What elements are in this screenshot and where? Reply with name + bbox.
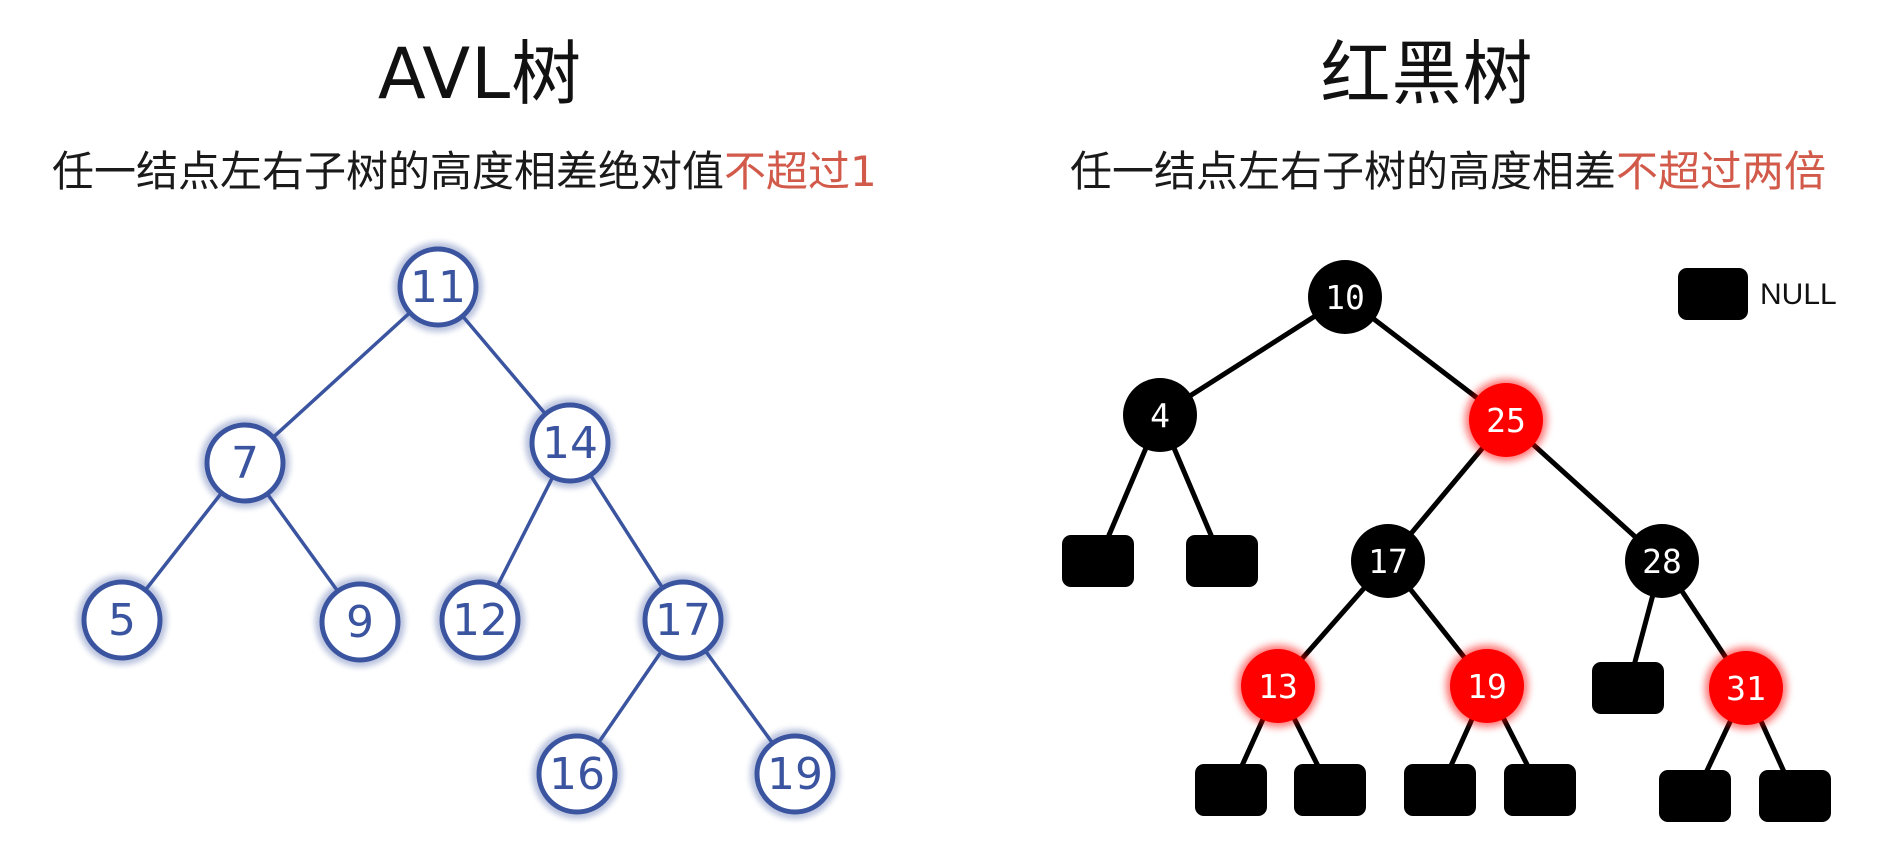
rb-node-label: 31 — [1726, 669, 1766, 708]
rb-nodes: 10 4 25 17 28 13 19 31 — [1062, 260, 1831, 822]
null-leaf — [1759, 770, 1831, 822]
avl-node-7: 7 — [200, 418, 290, 508]
null-leaf — [1404, 764, 1476, 816]
rb-node-19: 19 — [1446, 645, 1528, 727]
rb-title: 红黑树 — [1320, 33, 1534, 115]
avl-node-11: 11 — [393, 242, 483, 332]
avl-node-12: 12 — [435, 575, 525, 665]
rb-node-circle — [1351, 524, 1425, 598]
avl-node-label: 11 — [410, 262, 466, 313]
null-leaf — [1504, 764, 1576, 816]
rb-node-circle — [1241, 649, 1315, 723]
avl-subtitle-main: 任一结点左右子树的高度相差绝对值 — [52, 147, 725, 196]
avl-node-label: 14 — [542, 418, 598, 469]
rb-node-label: 17 — [1368, 542, 1408, 581]
avl-subtitle-highlight: 不超过1 — [724, 147, 877, 196]
null-leaf — [1294, 764, 1366, 816]
null-leaf — [1062, 535, 1134, 587]
rb-node-circle — [1450, 649, 1524, 723]
rb-node-label: 10 — [1325, 278, 1365, 317]
rb-subtitle: 任一结点左右子树的高度相差不超过两倍 — [1070, 138, 1826, 199]
rb-node-circle — [1469, 383, 1543, 457]
avl-node-label: 9 — [346, 597, 374, 648]
rb-node-4: 4 — [1123, 378, 1197, 452]
avl-node-circle — [319, 581, 401, 663]
avl-node-label: 12 — [452, 595, 508, 646]
avl-node-9: 9 — [315, 577, 405, 667]
avl-node-17: 17 — [638, 575, 728, 665]
null-leaf — [1195, 764, 1267, 816]
null-leaf — [1592, 662, 1664, 714]
rb-node-10: 10 — [1308, 260, 1382, 334]
rb-node-13: 13 — [1237, 645, 1319, 727]
rb-node-31: 31 — [1705, 647, 1787, 729]
avl-edges — [120, 285, 797, 776]
rb-subtitle-main: 任一结点左右子树的高度相差 — [1070, 147, 1617, 196]
rb-node-label: 28 — [1642, 542, 1682, 581]
avl-subtitle: 任一结点左右子树的高度相差绝对值不超过1 — [52, 138, 877, 199]
avl-title: AVL树 — [377, 33, 583, 115]
rb-node-label: 25 — [1486, 401, 1526, 440]
avl-node-circle — [536, 733, 618, 815]
avl-node-circle — [529, 402, 611, 484]
rb-node-28: 28 — [1625, 524, 1699, 598]
null-legend-square — [1678, 268, 1748, 320]
rb-node-circle — [1709, 651, 1783, 725]
avl-node-circle — [81, 579, 163, 661]
red-black-tree-panel: 红黑树 任一结点左右子树的高度相差不超过两倍 — [960, 0, 1894, 866]
rb-node-circle — [1625, 524, 1699, 598]
null-legend: NULL — [1678, 268, 1837, 320]
avl-node-circle — [397, 246, 479, 328]
avl-node-circle — [754, 733, 836, 815]
rb-node-17: 17 — [1351, 524, 1425, 598]
rb-node-25: 25 — [1465, 379, 1547, 461]
avl-node-circle — [204, 422, 286, 504]
avl-tree-panel: AVL树 任一结点左右子树的高度相差绝对值不超过1 — [52, 33, 877, 199]
avl-node-label: 16 — [549, 749, 605, 800]
avl-node-14: 14 — [525, 398, 615, 488]
avl-node-16: 16 — [532, 729, 622, 819]
rb-node-circle — [1123, 378, 1197, 452]
avl-node-label: 7 — [231, 438, 259, 489]
avl-node-5: 5 — [77, 575, 167, 665]
rb-node-label: 13 — [1258, 667, 1298, 706]
rb-subtitle-highlight: 不超过两倍 — [1616, 147, 1827, 196]
null-leaf — [1186, 535, 1258, 587]
avl-node-label: 17 — [655, 595, 711, 646]
avl-node-circle — [439, 579, 521, 661]
null-leaf — [1659, 770, 1731, 822]
rb-node-circle — [1308, 260, 1382, 334]
avl-node-circle — [642, 579, 724, 661]
rb-node-label: 4 — [1150, 396, 1170, 435]
avl-node-19: 19 — [750, 729, 840, 819]
avl-nodes: 11 7 14 5 9 12 17 16 19 — [77, 242, 840, 819]
rb-node-label: 19 — [1467, 667, 1507, 706]
avl-node-label: 19 — [767, 749, 823, 800]
null-legend-label: NULL — [1760, 278, 1837, 311]
avl-node-label: 5 — [108, 595, 136, 646]
